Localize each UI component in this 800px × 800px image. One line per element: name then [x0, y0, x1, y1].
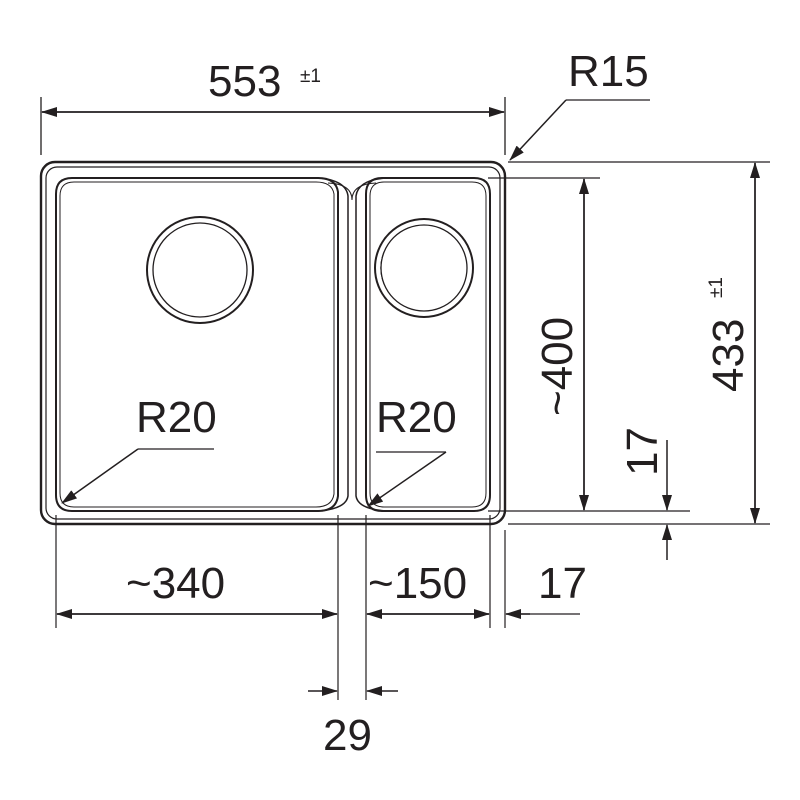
divider-width-dimension: 29	[308, 686, 398, 760]
overall-height-tolerance: ±1	[706, 277, 727, 298]
right-bowl-width-dimension: ~150	[366, 559, 490, 619]
overall-height-label: 433	[704, 319, 753, 392]
left-bowl-radius-label: R20	[136, 393, 217, 442]
bowl-height-dimension: ~400	[533, 178, 589, 511]
bowl-divider	[317, 177, 387, 512]
overall-height-dimension: 433 ±1	[704, 162, 760, 524]
left-drain-icon	[146, 216, 254, 324]
extension-lines-right	[488, 161, 770, 525]
overall-width-tolerance: ±1	[300, 66, 321, 87]
corner-radius-label: R15	[568, 47, 649, 96]
bottom-rim-dimension: 17	[618, 427, 672, 560]
left-bowl-width-label: ~340	[126, 559, 225, 608]
sink-outline	[39, 160, 507, 526]
divider-width-label: 29	[323, 711, 372, 760]
right-drain-icon	[374, 218, 474, 318]
left-bowl-radius-callout: R20	[61, 393, 217, 504]
right-rim-dimension: 17	[505, 559, 587, 619]
left-bowl-width-dimension: ~340	[56, 559, 338, 619]
bowl-height-label: ~400	[533, 317, 582, 416]
bottom-rim-label: 17	[618, 427, 667, 476]
overall-width-label: 553	[208, 57, 281, 106]
right-rim-label: 17	[538, 559, 587, 608]
right-bowl-radius-label: R20	[376, 393, 457, 442]
corner-radius-callout: R15	[509, 47, 650, 161]
right-bowl	[365, 177, 491, 512]
right-bowl-width-label: ~150	[368, 559, 467, 608]
right-bowl-radius-callout: R20	[367, 393, 457, 507]
left-bowl	[55, 177, 339, 512]
overall-width-dimension: 553 ±1	[40, 57, 506, 155]
